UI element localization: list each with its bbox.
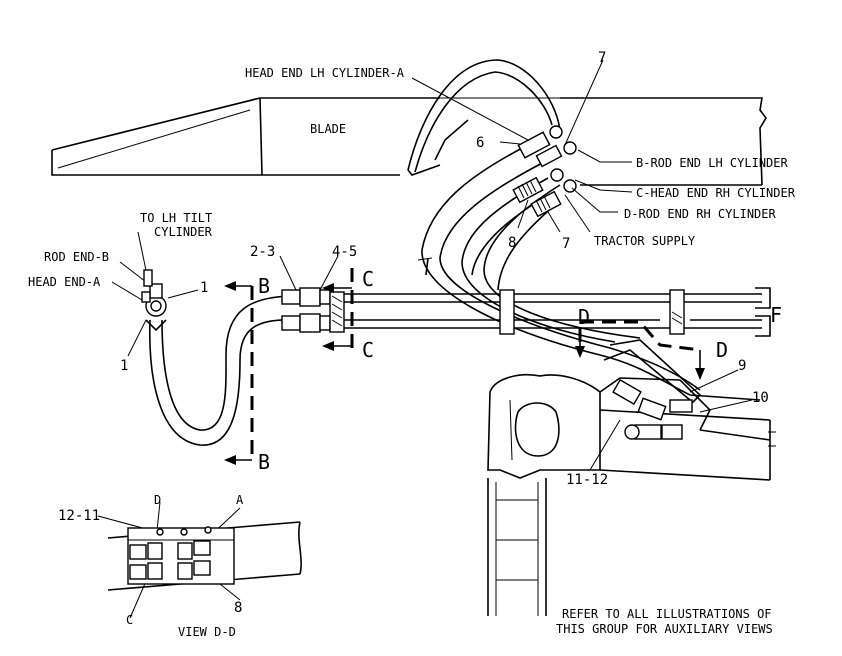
label-head-end-lh: HEAD END LH CYLINDER-A bbox=[245, 66, 405, 80]
tractor-frame bbox=[487, 339, 776, 616]
section-d-left: D bbox=[578, 305, 590, 329]
callout-1-top: 1 bbox=[200, 280, 208, 296]
callout-6: 6 bbox=[476, 135, 484, 151]
callout-8: 8 bbox=[508, 235, 516, 251]
callout-8-view: 8 bbox=[234, 600, 242, 616]
view-port-c: C bbox=[126, 613, 133, 627]
callout-4-5: 4-5 bbox=[332, 244, 357, 260]
section-f: F bbox=[770, 303, 782, 327]
callout-9: 9 bbox=[738, 358, 746, 374]
label-head-end-a: HEAD END-A bbox=[28, 275, 101, 289]
hose-guard bbox=[407, 59, 561, 176]
callout-7-bottom: 7 bbox=[562, 236, 570, 252]
callout-1-bottom: 1 bbox=[120, 358, 128, 374]
cylinder-fittings bbox=[512, 125, 577, 218]
label-cylinder: CYLINDER bbox=[154, 225, 213, 239]
view-port-a: A bbox=[236, 493, 244, 507]
section-b-top: B bbox=[258, 274, 270, 298]
callout-7-top: 7 bbox=[598, 50, 606, 66]
label-rod-end-b: ROD END-B bbox=[44, 250, 109, 264]
callout-2-3: 2-3 bbox=[250, 244, 275, 260]
label-c-head-end-rh: C-HEAD END RH CYLINDER bbox=[636, 186, 796, 200]
section-c-top: C bbox=[362, 267, 374, 291]
section-b-bottom: B bbox=[258, 450, 270, 474]
section-c-bottom: C bbox=[362, 338, 374, 362]
hose-bundle bbox=[417, 144, 701, 396]
section-d-right: D bbox=[716, 338, 728, 362]
label-b-rod-end-lh: B-ROD END LH CYLINDER bbox=[636, 156, 788, 170]
label-tractor-supply: TRACTOR SUPPLY bbox=[594, 234, 696, 248]
label-to-lh-tilt: TO LH TILT bbox=[140, 211, 212, 225]
label-d-rod-end-rh: D-ROD END RH CYLINDER bbox=[624, 207, 776, 221]
label-view-dd: VIEW D-D bbox=[178, 625, 236, 639]
callout-10: 10 bbox=[752, 390, 769, 406]
label-blade: BLADE bbox=[310, 122, 346, 136]
blade-outline bbox=[51, 97, 767, 186]
tube-lines bbox=[281, 287, 771, 337]
label-refer-2: THIS GROUP FOR AUXILIARY VIEWS bbox=[556, 622, 773, 636]
callout-11-12: 11-12 bbox=[566, 472, 608, 488]
tilt-hoses bbox=[148, 295, 297, 446]
section-lines bbox=[224, 268, 705, 465]
label-refer-1: REFER TO ALL ILLUSTRATIONS OF bbox=[562, 607, 772, 621]
view-dd-inset bbox=[107, 521, 302, 591]
view-port-d: D bbox=[154, 493, 161, 507]
callout-12-11: 12-11 bbox=[58, 508, 100, 524]
